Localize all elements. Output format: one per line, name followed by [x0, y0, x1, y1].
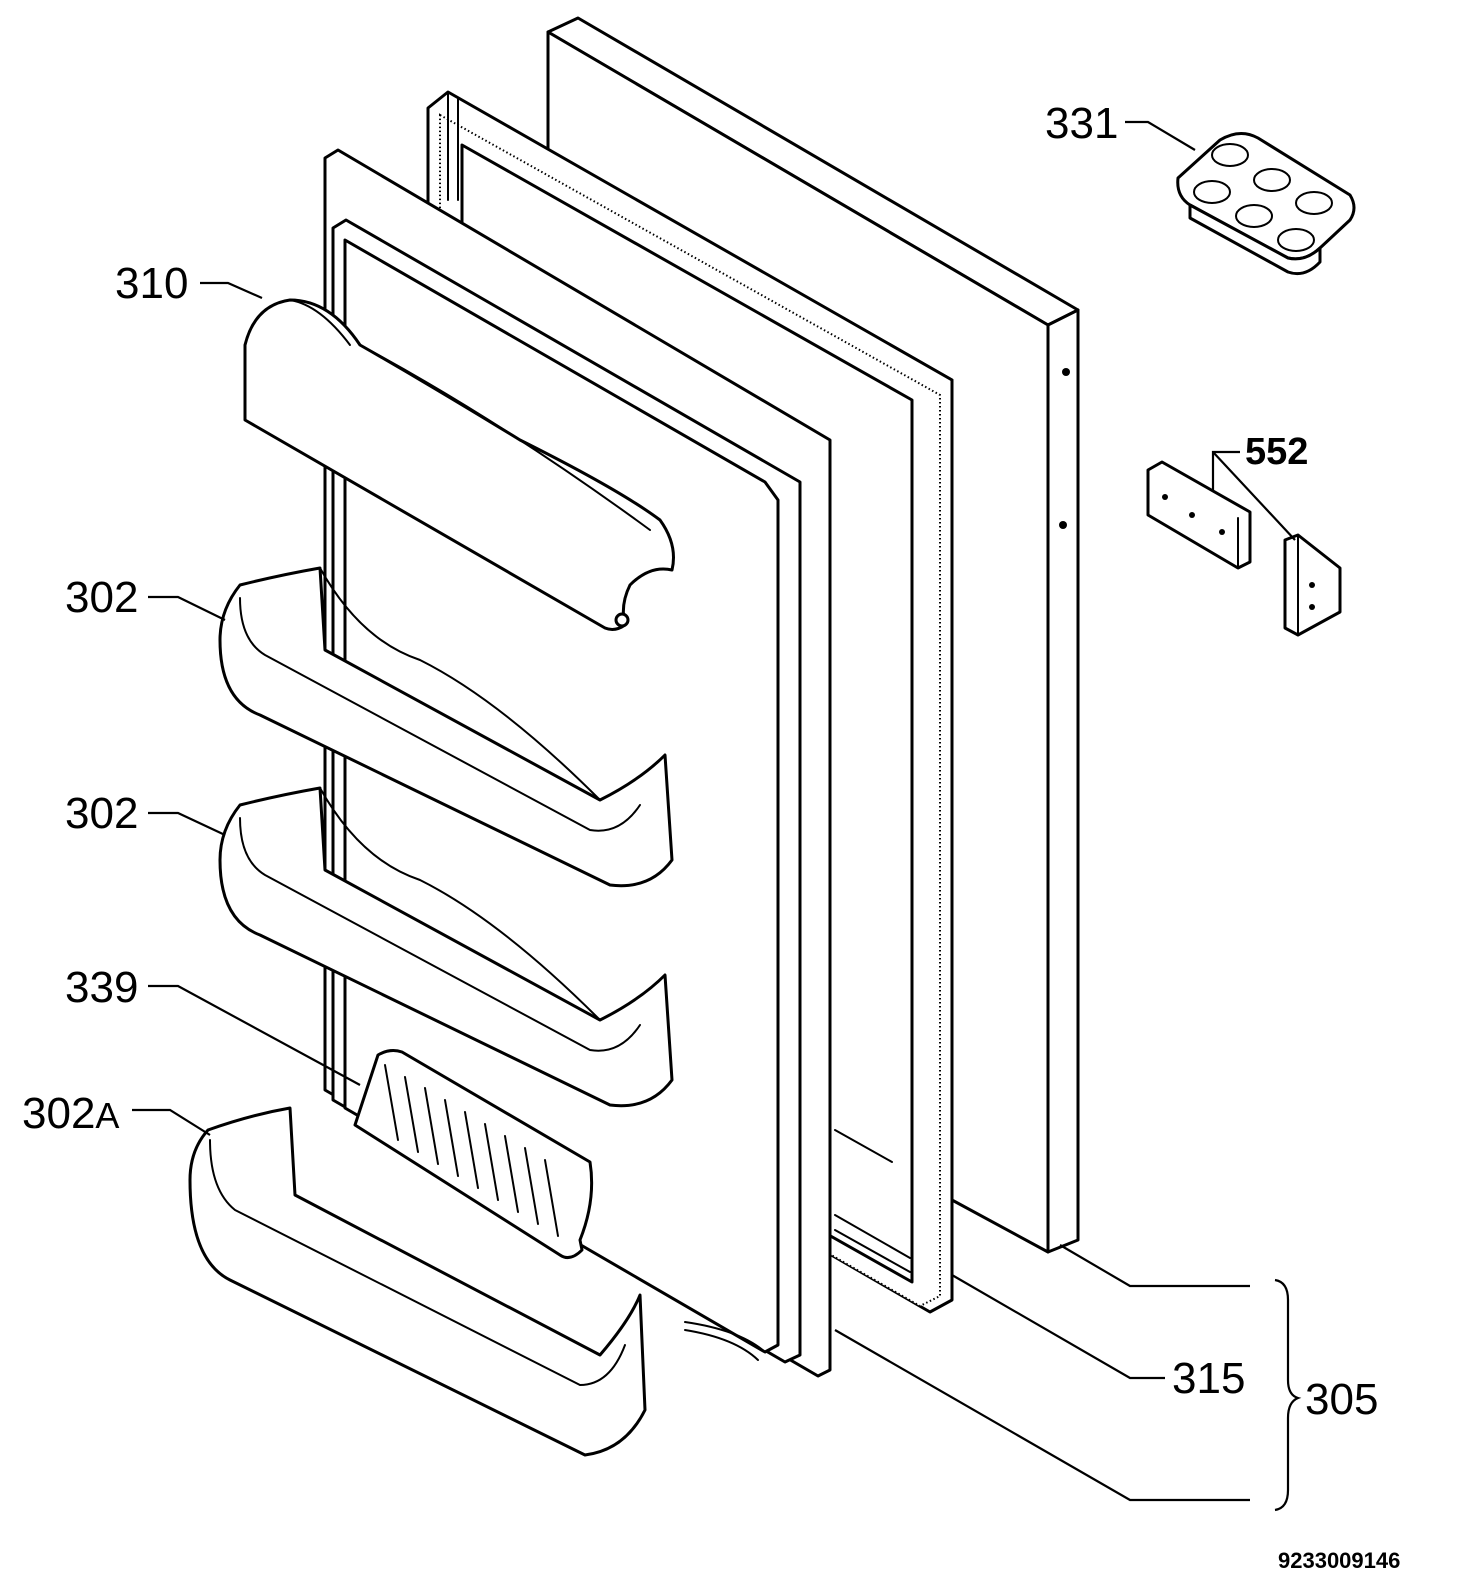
door-shelf-302-middle [218, 786, 674, 1108]
egg-tray-331 [1176, 132, 1356, 276]
shelf-cover-310 [243, 298, 675, 631]
leader-lines [132, 120, 1302, 1512]
label-302-middle: 302 [65, 789, 138, 838]
drawing-code: 9233009146 [1278, 1548, 1400, 1573]
label-302a: 302A [22, 1089, 119, 1138]
label-315: 315 [1172, 1354, 1245, 1403]
label-310: 310 [115, 259, 188, 308]
door-shelf-302-upper [218, 566, 674, 888]
label-331: 331 [1045, 99, 1118, 148]
label-339: 339 [65, 963, 138, 1012]
label-302-upper: 302 [65, 573, 138, 622]
label-302a-number: 302 [22, 1089, 95, 1138]
label-302a-suffix: A [95, 1095, 119, 1136]
label-305: 305 [1305, 1375, 1378, 1424]
door-shelf-302a-bottom [188, 1106, 647, 1457]
divider-339 [353, 1049, 594, 1260]
label-552: 552 [1245, 431, 1308, 473]
hinge-parts-552 [1146, 460, 1342, 637]
